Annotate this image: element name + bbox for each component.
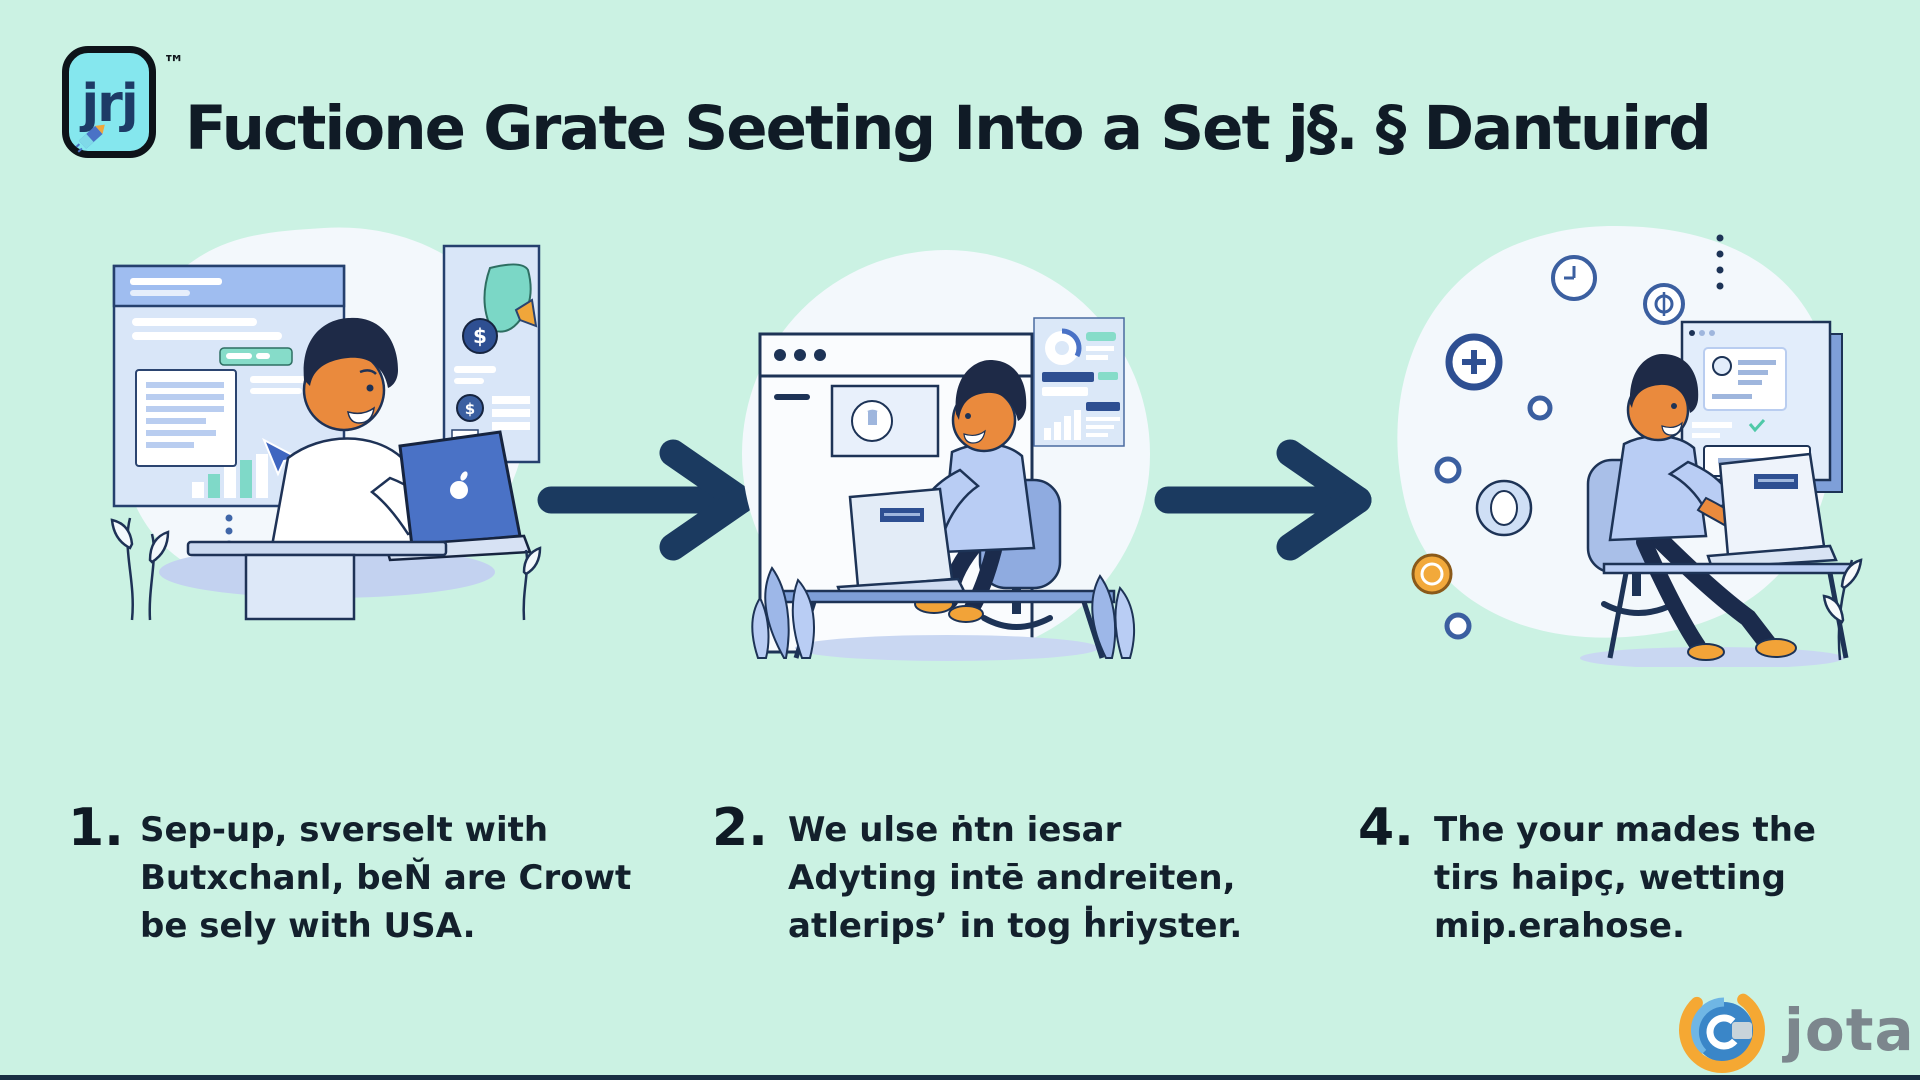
hair xyxy=(303,317,398,388)
megaphone-icon xyxy=(514,298,538,328)
plant-right xyxy=(1822,558,1863,661)
step-text-line: We ulse ṅtn iesar xyxy=(788,810,1122,850)
jrj-logo-text: jrj xyxy=(81,74,138,134)
dollar-badge xyxy=(462,318,498,354)
shoe xyxy=(1687,643,1725,661)
scene-setup-illustration: $ $ xyxy=(110,227,542,621)
arrow-right-icon xyxy=(537,439,755,561)
shoe xyxy=(948,605,984,623)
clock-circle-icon xyxy=(1551,255,1597,301)
laptop-grey xyxy=(836,487,966,600)
plant-right-leaves xyxy=(1091,574,1136,659)
smile xyxy=(1661,421,1683,436)
plant-right xyxy=(522,546,542,621)
step-text-line: atlerips’ in tog ḣriyster. xyxy=(788,906,1243,946)
person-working xyxy=(914,360,1036,623)
coin-ring-icon xyxy=(1643,283,1685,325)
arrow-right-icon xyxy=(1154,439,1372,561)
step-number: 1. xyxy=(68,798,124,858)
payments-panel: $ $ xyxy=(442,244,541,464)
plant-left-leaves xyxy=(751,566,815,659)
ring-icon xyxy=(1434,456,1462,484)
step-text: The your mades the tirs haipç, wetting m… xyxy=(1434,806,1816,950)
target-donut-icon xyxy=(1475,479,1533,537)
pencil-icon xyxy=(75,124,105,153)
person-working xyxy=(270,317,436,548)
step-number: 2. xyxy=(712,798,768,858)
ring-icon xyxy=(1527,395,1553,421)
desk xyxy=(186,540,448,621)
mini-bar-chart xyxy=(192,454,268,498)
bottom-edge-bar xyxy=(0,1075,1920,1080)
smile xyxy=(963,429,986,444)
step-text-line: be sely with USA. xyxy=(140,906,476,946)
jota-brand: jota xyxy=(1678,982,1915,1078)
step-text-line: Sep-up, sverselt with xyxy=(140,810,549,850)
hair xyxy=(1629,354,1699,413)
dotted-connector xyxy=(1716,234,1724,290)
browser-window xyxy=(112,264,346,508)
trademark-symbol: ™ xyxy=(163,52,185,77)
person-working xyxy=(1608,354,1797,661)
plant-left xyxy=(110,517,170,621)
shoe xyxy=(1755,638,1797,658)
step-text-line: tirs haipç, wetting xyxy=(1434,858,1786,898)
scene-browsing-illustration xyxy=(742,250,1150,661)
laptop-blue xyxy=(384,430,532,562)
hair xyxy=(955,360,1027,421)
coin-icon xyxy=(456,394,484,422)
cursor-icon xyxy=(262,437,301,477)
plus-circle-icon xyxy=(1445,333,1503,391)
step-text: We ulse ṅtn iesar Adyting intē andreiten… xyxy=(788,806,1242,950)
step-text: Sep-up, sverselt with Butxchanl, beN̆ ar… xyxy=(140,806,631,950)
step-text-line: The your mades the xyxy=(1434,810,1816,850)
step-text-line: Adyting intē andreiten, xyxy=(788,858,1236,898)
dollar-icon: $ xyxy=(473,324,487,348)
ring-icon xyxy=(1444,612,1472,640)
jota-logo-text: jota xyxy=(1784,996,1915,1064)
step-text-line: Butxchanl, beN̆ are Crowt xyxy=(140,858,632,898)
laptop-light xyxy=(1706,452,1838,570)
apple-logo xyxy=(450,471,468,499)
smile xyxy=(347,406,375,424)
step-number: 4. xyxy=(1358,798,1414,858)
page-title: Fuctione Grate Seeting Into a Set j§. § … xyxy=(185,92,1712,164)
scene-result-illustration xyxy=(1397,226,1863,667)
dollar-icon: $ xyxy=(465,400,475,418)
jota-logo-icon xyxy=(1679,987,1765,1073)
coin-icon-orange xyxy=(1411,553,1453,595)
jrj-logo-badge: jrj xyxy=(62,46,156,158)
step-text-line: mip.erahose. xyxy=(1434,906,1685,946)
floor-shadow xyxy=(795,635,1099,661)
report-panel xyxy=(1033,317,1125,447)
